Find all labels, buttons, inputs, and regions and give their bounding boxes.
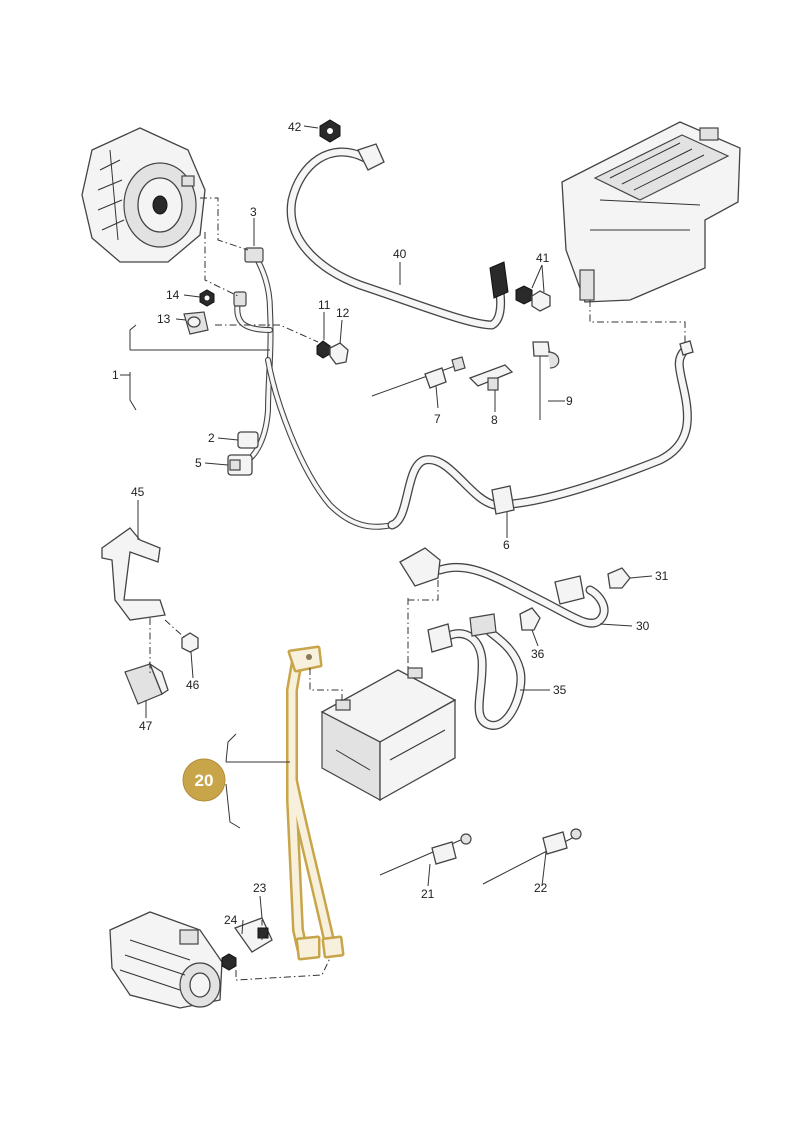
callout-1: 1: [112, 368, 119, 382]
wiring-harness-1: [233, 247, 395, 530]
cable-40: [286, 143, 509, 330]
callout-5: 5: [195, 456, 202, 470]
connector-5: [227, 454, 253, 476]
highlight-badge-20[interactable]: 20: [182, 758, 226, 802]
callout-21: 21: [421, 887, 435, 901]
callout-45: 45: [131, 485, 145, 499]
clip-8: [468, 364, 514, 391]
callout-7: 7: [434, 412, 441, 426]
highlight-badge-label: 20: [195, 771, 214, 790]
callout-41: 41: [536, 251, 550, 265]
callout-30: 30: [636, 619, 650, 633]
cable-tie-9: [532, 341, 560, 420]
cap-36: [519, 607, 541, 631]
cable-tie-22: [482, 828, 582, 885]
callout-35: 35: [553, 683, 567, 697]
cable-tie-21: [379, 833, 472, 876]
nut-24: [221, 953, 237, 971]
callout-12: 12: [336, 306, 350, 320]
callout-9: 9: [566, 394, 573, 408]
callout-labels: 42 3 40 41 14 11 12 13 1 7 8 9 2 5 45 6 …: [112, 120, 669, 927]
cable-30-31: [399, 547, 609, 628]
nut-11: [316, 340, 331, 359]
callout-3: 3: [250, 205, 257, 219]
callout-14: 14: [166, 288, 180, 302]
callout-6: 6: [503, 538, 510, 552]
fuse-box: [561, 121, 741, 303]
connector-2: [237, 431, 259, 449]
holder-47: [124, 662, 169, 705]
nut-14: [199, 289, 215, 307]
callout-40: 40: [393, 247, 407, 261]
cable-tie-7: [371, 356, 466, 397]
cap-12: [329, 342, 349, 365]
callout-11: 11: [318, 298, 331, 312]
cable-6: [387, 340, 694, 530]
bracket-45: [101, 527, 166, 621]
nut-42: [319, 119, 341, 143]
callout-13: 13: [157, 312, 171, 326]
cable-20-highlighted[interactable]: [286, 645, 345, 961]
callout-42: 42: [288, 120, 302, 134]
callout-31: 31: [655, 569, 669, 583]
callout-46: 46: [186, 678, 200, 692]
callout-24: 24: [224, 913, 238, 927]
callout-22: 22: [534, 881, 548, 895]
nut-46: [181, 632, 199, 653]
alternator: [81, 127, 206, 263]
callout-36: 36: [531, 647, 545, 661]
leader-lines: [120, 125, 653, 935]
callout-23: 23: [253, 881, 267, 895]
clip-13: [183, 311, 209, 335]
clip-23: [233, 917, 273, 953]
battery: [320, 667, 457, 802]
starter-motor: [109, 911, 223, 1009]
alignment-lines: [149, 197, 686, 981]
callout-47: 47: [139, 719, 153, 733]
nuts-41: [515, 285, 551, 312]
cap-31: [607, 567, 631, 589]
cable-35: [427, 613, 526, 730]
callout-8: 8: [491, 413, 498, 427]
callout-2: 2: [208, 431, 215, 445]
